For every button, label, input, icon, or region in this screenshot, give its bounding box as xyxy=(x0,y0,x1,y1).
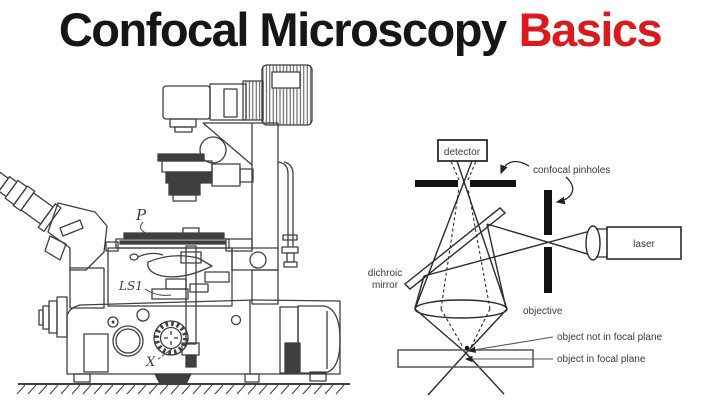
bolt-detail xyxy=(277,161,299,268)
laser-lens xyxy=(585,225,601,261)
dichroic-mirror-label-2: mirror xyxy=(372,280,399,291)
laser-label: laser xyxy=(633,239,655,250)
substage-mechanics xyxy=(107,245,279,368)
dichroic-mirror xyxy=(403,207,507,290)
objective-label: objective xyxy=(523,306,563,317)
detector-pinhole xyxy=(415,180,516,187)
microscope-drawing: P LS1 X xyxy=(0,64,350,395)
fine-focus-knob xyxy=(153,320,189,356)
beam-paths-dashed xyxy=(440,160,491,348)
pinhole-arrow-right xyxy=(555,176,574,205)
object-not-in-focal-plane-label: object not in focal plane xyxy=(557,332,663,343)
microscope-arm xyxy=(199,122,279,250)
laser-pinhole xyxy=(544,190,552,293)
confocal-pinholes-label: confocal pinholes xyxy=(533,165,610,176)
ground-line xyxy=(16,383,350,395)
pinhole-arrow-left xyxy=(500,160,530,175)
dichroic-mirror-label-1: dichroic xyxy=(368,268,402,279)
microscope-base xyxy=(38,296,341,385)
annotation-x: X xyxy=(145,355,156,370)
confocal-diagram: detector confocal pinholes laser dichroi… xyxy=(368,139,682,396)
title-red-text: Basics xyxy=(518,3,663,56)
out-of-focus-point xyxy=(464,345,470,351)
detector-box xyxy=(437,139,488,162)
illuminator-stack xyxy=(157,153,254,202)
eyepiece-assembly xyxy=(0,171,108,309)
handwritten-annotations: P LS1 X xyxy=(118,206,173,370)
laser-box xyxy=(606,226,682,260)
objective-lens xyxy=(414,299,508,319)
object-in-focal-plane-label: object in focal plane xyxy=(557,354,646,365)
camera-housing xyxy=(162,64,313,133)
title-black-text: Confocal Microscopy xyxy=(58,3,507,56)
annotation-ls1: LS1 xyxy=(118,279,143,293)
detector-label: detector xyxy=(444,147,481,158)
not-in-focal-pointer xyxy=(473,336,554,351)
annotation-p: P xyxy=(135,206,147,224)
